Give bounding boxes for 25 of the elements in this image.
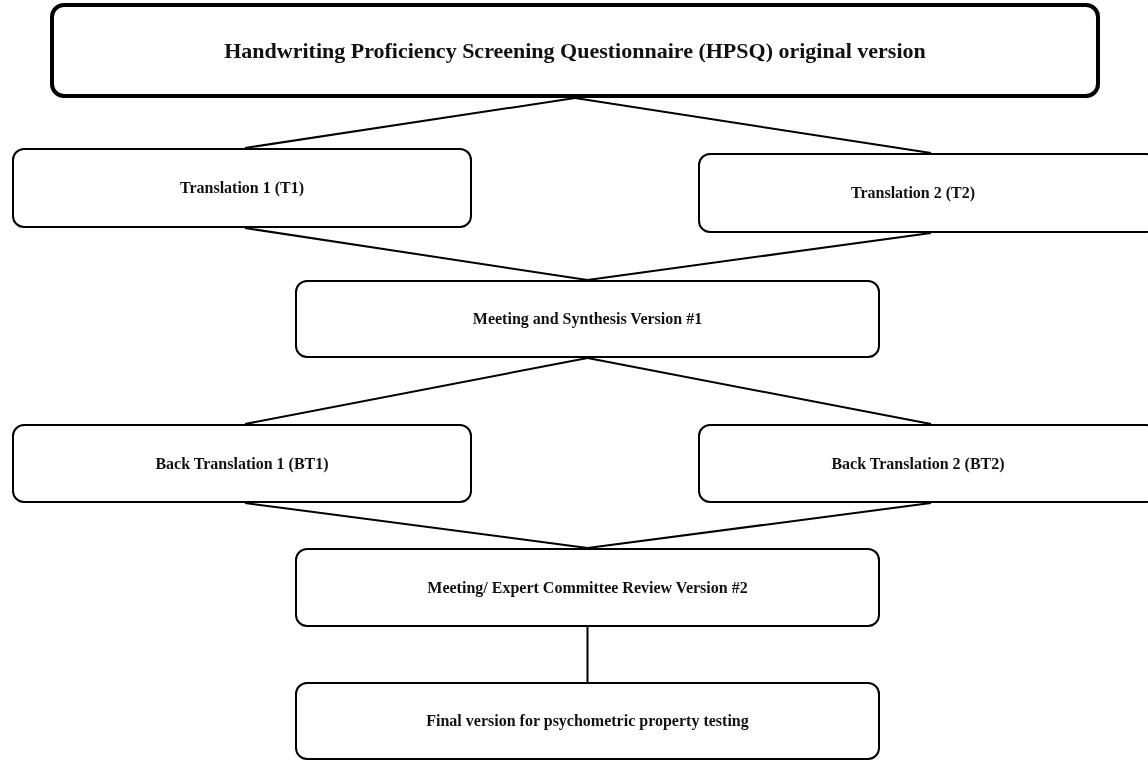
process-box <box>295 682 880 760</box>
connector-line <box>244 502 589 549</box>
connector-line <box>244 97 576 149</box>
box-label: Handwriting Proficiency Screening Questionnaire (HPSQ) original version <box>224 37 926 64</box>
box-label: Back Translation 1 (BT1) <box>155 454 329 473</box>
process-box <box>698 153 1148 233</box>
connector-line <box>586 502 932 549</box>
process-box <box>698 424 1148 503</box>
connector-line <box>586 626 589 683</box>
connector-line <box>244 227 589 281</box>
box-label: Meeting/ Expert Committee Review Version #2 <box>427 578 748 597</box>
connector-line <box>244 357 589 425</box>
box-label: Final version for psychometric property testing <box>426 712 749 730</box>
process-box <box>12 148 472 228</box>
process-box <box>12 424 472 503</box>
connector-line <box>586 357 932 425</box>
connector-line <box>586 232 932 281</box>
process-box <box>295 548 880 627</box>
connector-line <box>574 97 932 154</box>
box-label: Translation 2 (T2) <box>850 184 976 202</box>
box-label: Translation 1 (T1) <box>179 179 305 197</box>
process-box <box>50 3 1100 98</box>
box-label: Meeting and Synthesis Version #1 <box>472 310 703 328</box>
box-label: Back Translation 2 (BT2) <box>831 454 1005 473</box>
process-box <box>295 280 880 358</box>
